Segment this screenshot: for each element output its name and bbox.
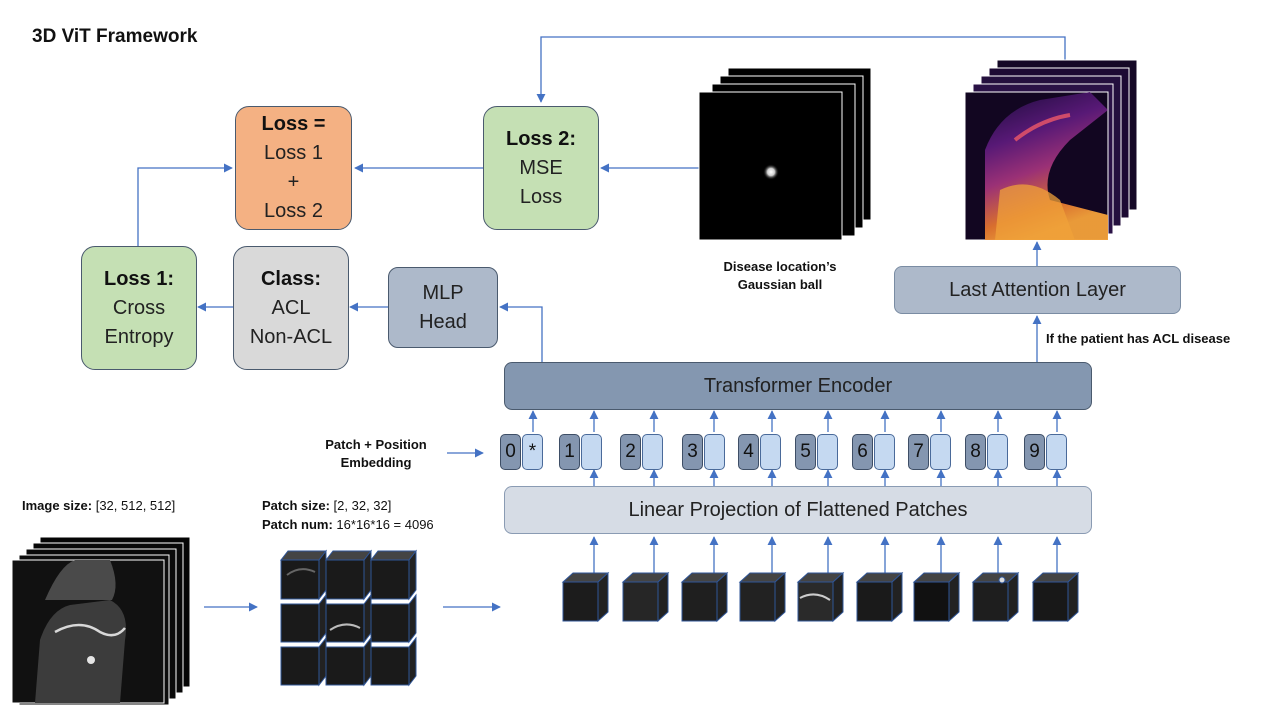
mlp-head-box: MLP Head bbox=[388, 267, 498, 348]
loss1-heading: Loss 1: bbox=[103, 267, 175, 290]
token-embedding-9 bbox=[1046, 434, 1067, 470]
token-position-4: 4 bbox=[738, 434, 759, 470]
patch-num-label: Patch num: bbox=[262, 517, 333, 532]
loss2-heading: Loss 2: bbox=[505, 127, 577, 150]
image-size-value: [32, 512, 512] bbox=[95, 498, 176, 513]
token-embedding-8 bbox=[987, 434, 1008, 470]
token-embedding-6 bbox=[874, 434, 895, 470]
token-position-7: 7 bbox=[908, 434, 929, 470]
token-position-3: 3 bbox=[682, 434, 703, 470]
loss1-box: Loss 1: Cross Entropy bbox=[81, 246, 197, 370]
patch-size-value: [2, 32, 32] bbox=[333, 498, 392, 513]
loss2-line-2: Loss bbox=[519, 185, 563, 208]
token-embedding-5 bbox=[817, 434, 838, 470]
patch-cubes bbox=[561, 571, 1080, 623]
patch-embedding-line-1: Patch + Position bbox=[325, 437, 427, 452]
token-embedding-1 bbox=[581, 434, 602, 470]
loss-total-line-1: Loss 1 bbox=[264, 142, 323, 164]
input-image-stack bbox=[11, 536, 191, 706]
token-position-9: 9 bbox=[1024, 434, 1045, 470]
patch-embedding-line-2: Embedding bbox=[340, 455, 412, 470]
loss-total-box: Loss = Loss 1 + Loss 2 bbox=[235, 106, 352, 230]
class-line-1: ACL bbox=[271, 296, 311, 319]
image-size-label: Image size: bbox=[22, 498, 93, 513]
token-position-2: 2 bbox=[620, 434, 641, 470]
acl-condition-label: If the patient has ACL disease bbox=[1046, 331, 1231, 346]
gaussian-label-line-2: Gaussian ball bbox=[737, 277, 823, 292]
loss2-box: Loss 2: MSE Loss bbox=[483, 106, 599, 230]
linear-projection-layer: Linear Projection of Flattened Patches bbox=[504, 486, 1092, 534]
token-embedding-7 bbox=[930, 434, 951, 470]
class-box: Class: ACL Non-ACL bbox=[233, 246, 349, 370]
attention-map-stack bbox=[964, 59, 1138, 241]
class-heading: Class: bbox=[260, 267, 322, 290]
token-embedding-3 bbox=[704, 434, 725, 470]
gaussian-ball-stack bbox=[698, 67, 872, 241]
token-position-8: 8 bbox=[965, 434, 986, 470]
loss-total-heading: Loss = bbox=[261, 113, 326, 135]
class-line-2: Non-ACL bbox=[249, 325, 333, 348]
gaussian-label-line-1: Disease location’s bbox=[723, 259, 837, 274]
loss-total-line-2: + bbox=[287, 171, 300, 193]
mlp-line-1: MLP bbox=[422, 281, 464, 304]
loss1-line-2: Entropy bbox=[104, 325, 174, 348]
gaussian-label: Disease location’s Gaussian ball bbox=[700, 258, 860, 294]
token-position-6: 6 bbox=[852, 434, 873, 470]
patch-embedding-label: Patch + Position Embedding bbox=[310, 436, 442, 472]
loss-total-line-3: Loss 2 bbox=[264, 200, 323, 222]
token-position-0: 0 bbox=[500, 434, 521, 470]
loss1-line-1: Cross bbox=[112, 296, 166, 319]
patch-num-value: 16*16*16 = 4096 bbox=[336, 517, 434, 532]
diagram-title: 3D ViT Framework bbox=[32, 26, 198, 47]
token-position-1: 1 bbox=[559, 434, 580, 470]
token-position-5: 5 bbox=[795, 434, 816, 470]
mlp-line-2: Head bbox=[419, 310, 467, 333]
loss2-line-1: MSE bbox=[519, 156, 563, 179]
image-size-info: Image size: [32, 512, 512] bbox=[22, 496, 175, 515]
attention-to-loss2-arrow bbox=[536, 36, 1066, 103]
last-attention-layer: Last Attention Layer bbox=[894, 266, 1181, 314]
token-embedding-4 bbox=[760, 434, 781, 470]
patch-info: Patch size: [2, 32, 32] Patch num: 16*16… bbox=[262, 496, 434, 534]
transformer-encoder: Transformer Encoder bbox=[504, 362, 1092, 410]
loss1-to-total-arrow bbox=[137, 163, 233, 246]
token-embedding-2 bbox=[642, 434, 663, 470]
patch-grid bbox=[279, 549, 418, 687]
patch-size-label: Patch size: bbox=[262, 498, 330, 513]
token-class-embedding: * bbox=[522, 434, 543, 470]
transformer-to-mlp-arrow bbox=[499, 302, 543, 362]
